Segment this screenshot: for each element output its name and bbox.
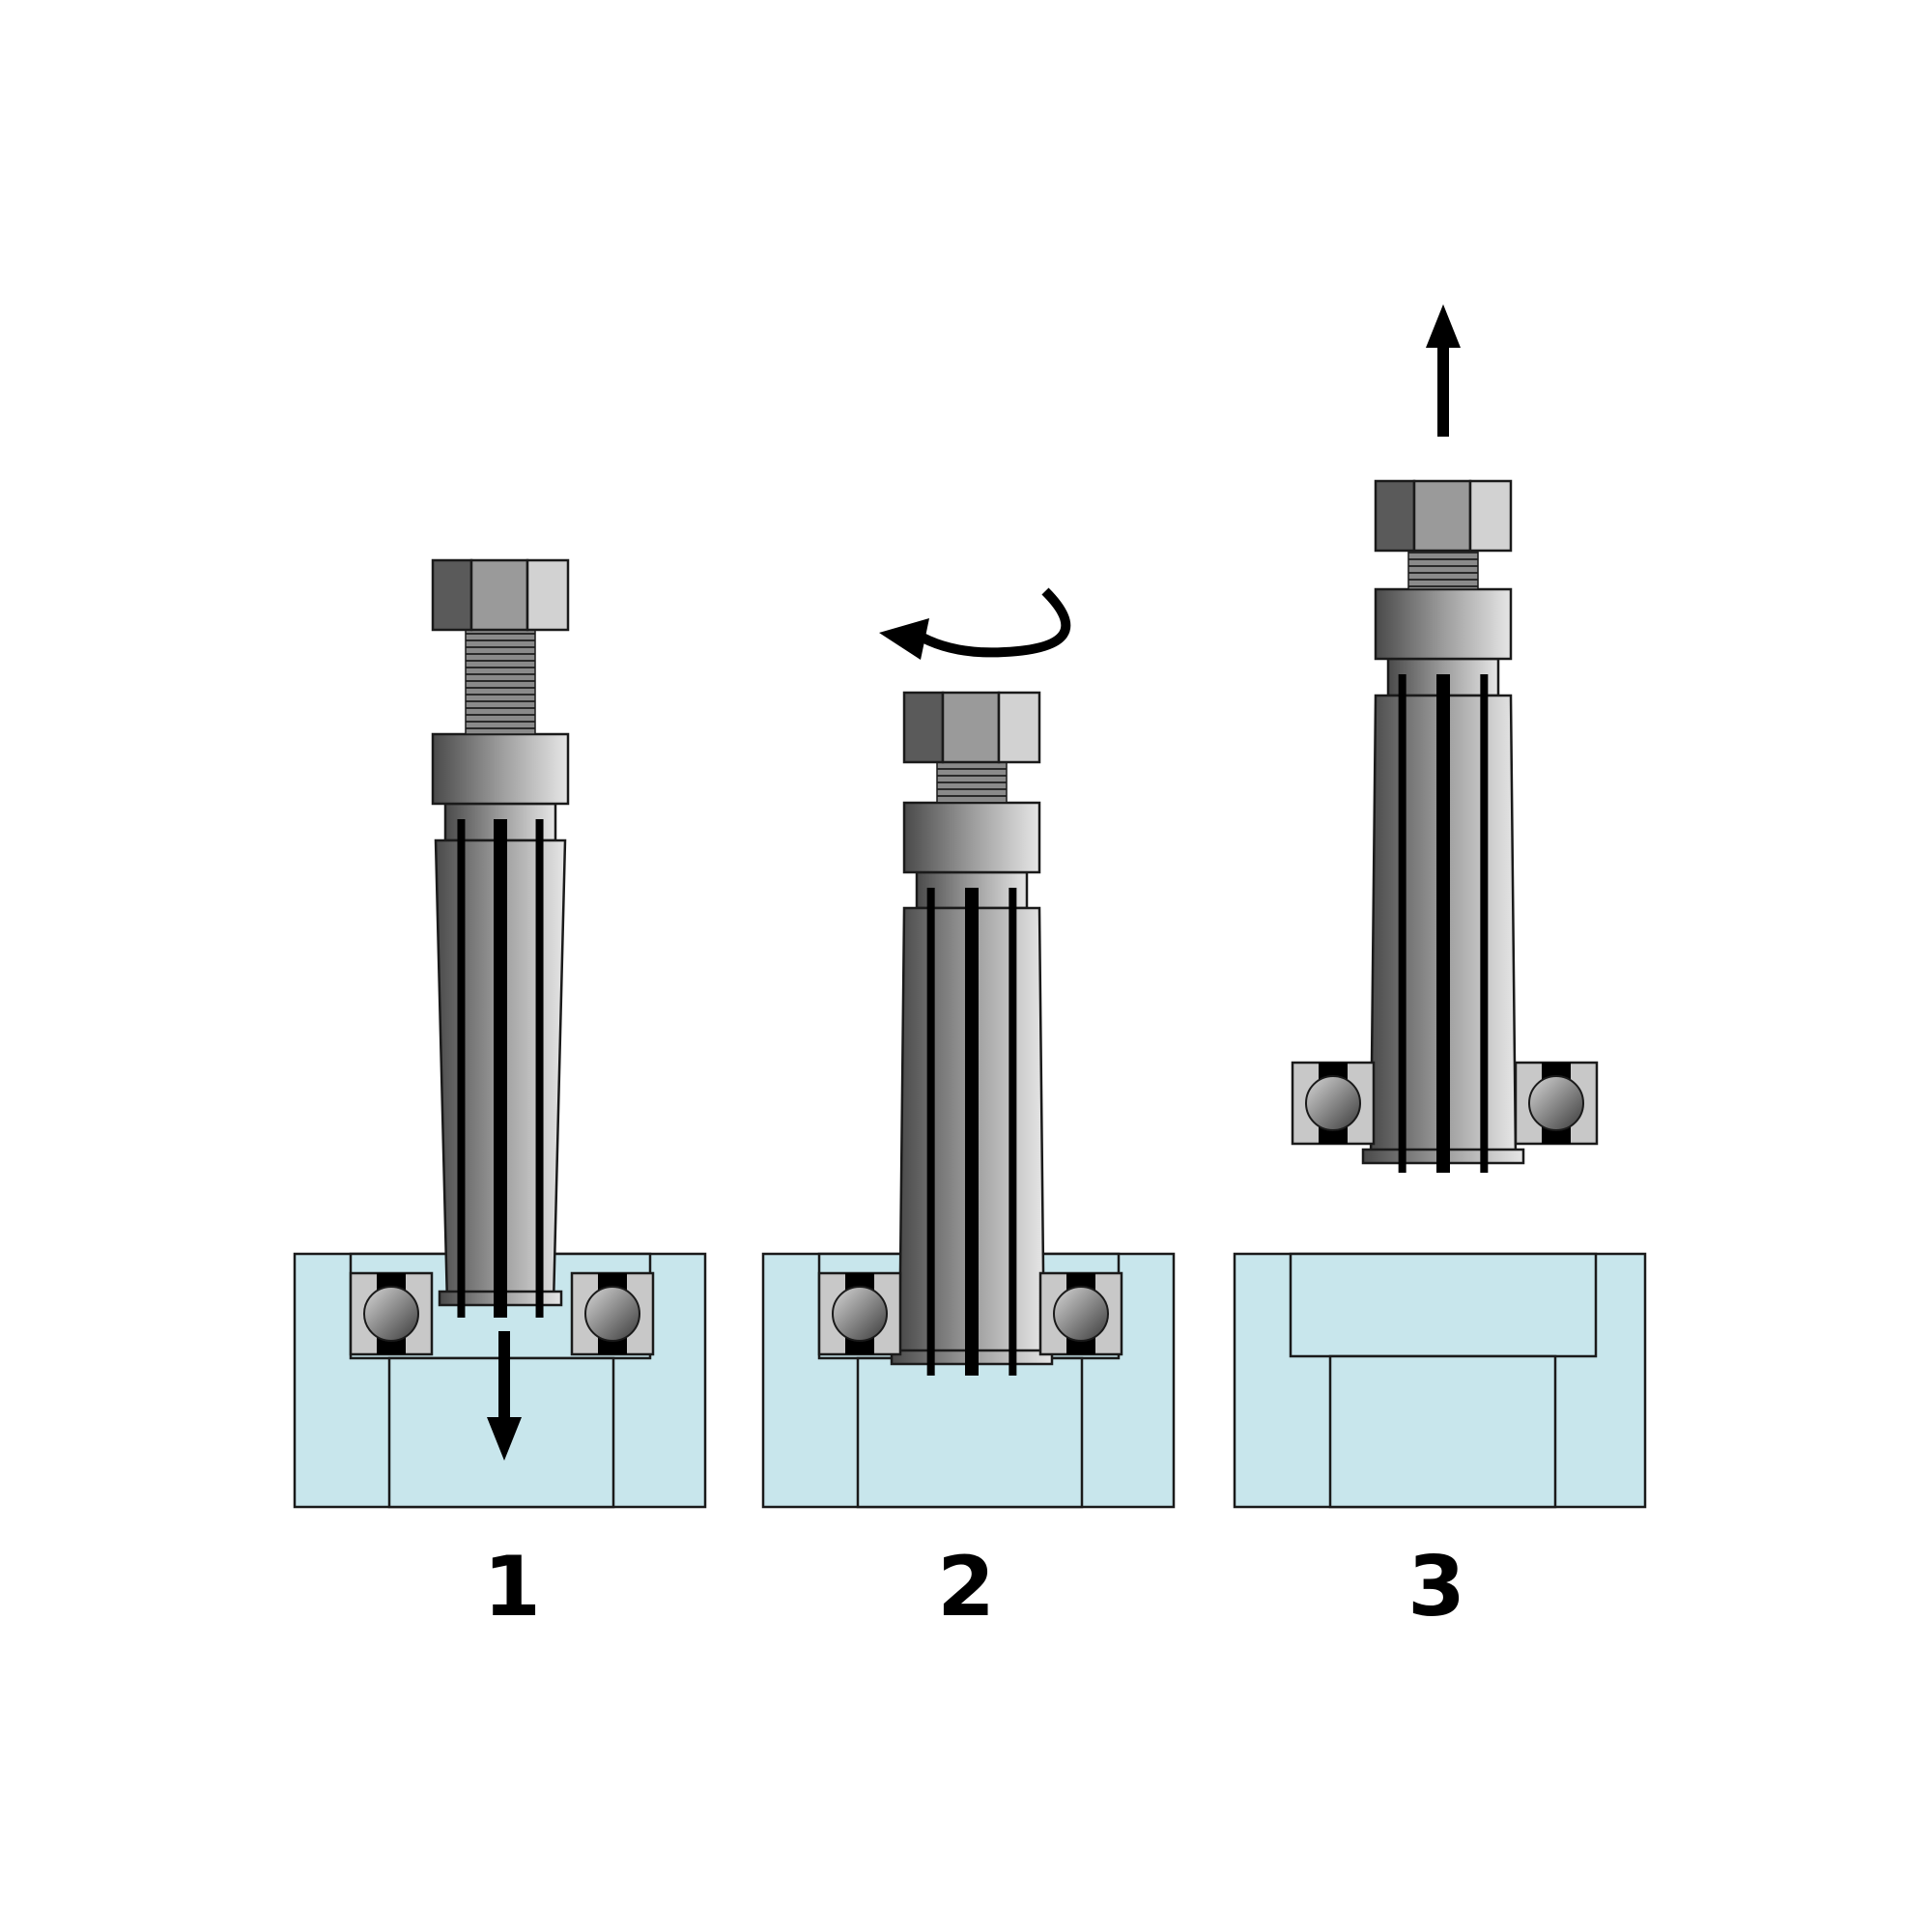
ball-bearing: [349, 1271, 434, 1356]
collet-slot: [494, 819, 507, 1318]
collar-nut: [431, 732, 570, 806]
arrow-up-head-icon: [1426, 304, 1461, 348]
bearing-ball: [1305, 1075, 1361, 1131]
step-label-2: 2: [937, 1539, 995, 1635]
hex-head-face-left: [902, 691, 945, 764]
ball-bearing: [817, 1271, 902, 1356]
housing-inner-bore: [1328, 1354, 1557, 1509]
collet-slot: [1436, 674, 1450, 1173]
ball-bearing: [1291, 1061, 1376, 1146]
rotate-arrow-head-icon: [879, 618, 929, 660]
bearing-ball: [363, 1286, 419, 1342]
arrow-up-icon: [1437, 343, 1449, 437]
bearing-ball: [584, 1286, 640, 1342]
step-2: [761, 587, 1176, 1509]
arrow-down-head-icon: [487, 1417, 522, 1461]
arrow-down-icon: [498, 1331, 510, 1422]
bearing-ball: [1053, 1286, 1109, 1342]
step-3: [1233, 304, 1647, 1509]
rotate-counterclockwise-icon: [920, 587, 1071, 658]
ball-bearing: [1514, 1061, 1599, 1146]
threaded-rod: [936, 761, 1008, 804]
threaded-rod: [1407, 550, 1479, 590]
housing-bore: [1289, 1252, 1598, 1358]
bearing-ball: [1528, 1075, 1584, 1131]
puller-tool: [431, 558, 570, 1318]
hex-head-face-center: [941, 691, 1001, 764]
step-1: [293, 558, 707, 1509]
ball-bearing: [570, 1271, 655, 1356]
hex-head-face-left: [1374, 479, 1416, 553]
hex-head-face-right: [1468, 479, 1513, 553]
collet-slot: [1398, 674, 1406, 1173]
ball-bearing: [1038, 1271, 1123, 1356]
collar-nut: [1374, 587, 1513, 661]
hex-head-face-center: [1412, 479, 1472, 553]
collet-slot: [457, 819, 466, 1318]
housing-inner-bore: [856, 1356, 1084, 1509]
hex-head-face-right: [997, 691, 1041, 764]
step-label-1: 1: [483, 1539, 541, 1635]
hex-head-face-right: [526, 558, 570, 632]
collar-nut: [902, 801, 1041, 874]
collet-slot: [535, 819, 544, 1318]
step-label-3: 3: [1407, 1539, 1465, 1635]
collet-slot: [1009, 888, 1017, 1376]
collet-slot: [965, 888, 979, 1376]
collet-slot: [1480, 674, 1489, 1173]
threaded-rod: [465, 629, 536, 735]
puller-tool: [1361, 479, 1525, 1173]
collet-slot: [926, 888, 935, 1376]
hex-head-face-left: [431, 558, 473, 632]
bearing-ball: [832, 1286, 888, 1342]
hex-head-face-center: [469, 558, 529, 632]
housing: [1233, 1252, 1647, 1509]
puller-tool: [890, 691, 1054, 1376]
